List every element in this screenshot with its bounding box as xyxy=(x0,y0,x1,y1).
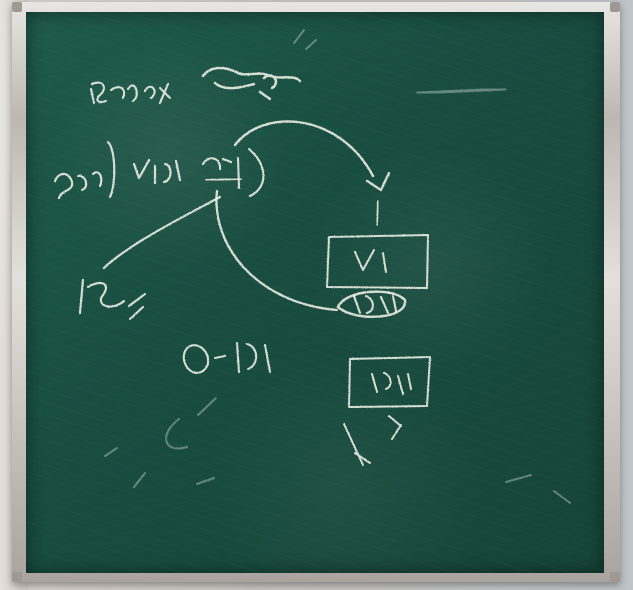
frame-corner-bottom-left xyxy=(12,572,22,582)
left-fraction-and-symbols xyxy=(78,278,272,374)
top-left-scribble xyxy=(89,29,507,105)
left-center-expression xyxy=(53,140,265,200)
faint-erased-marks xyxy=(104,397,571,504)
frame-corner-top-right xyxy=(610,2,620,12)
frame-corner-top-left xyxy=(12,2,22,12)
chalkboard-surface xyxy=(26,12,604,573)
frame-corner-bottom-right xyxy=(610,572,620,582)
boxed-chalk-notes xyxy=(326,234,431,466)
chalk-arrows-and-circles xyxy=(102,120,391,312)
